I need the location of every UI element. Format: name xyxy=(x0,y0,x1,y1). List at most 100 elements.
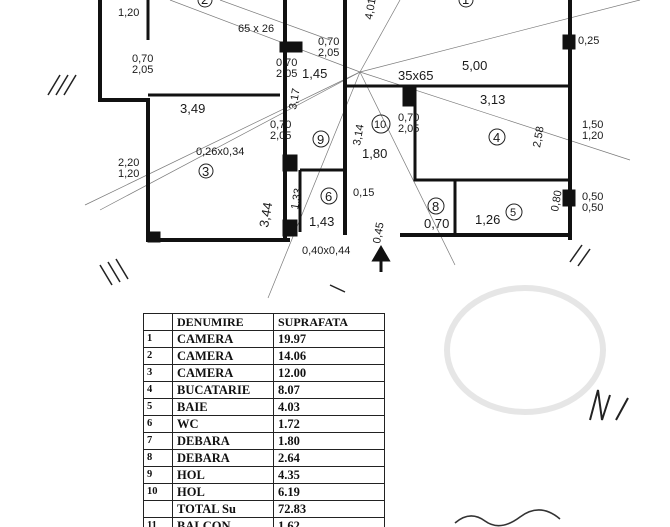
room-marker-5 xyxy=(505,203,523,221)
floor-plan: 1,20 2 1 3 4 9 10 6 8 5 65 x 26 0,702,05… xyxy=(47,0,641,299)
table-cell-name: BAIE xyxy=(172,398,274,416)
dim-015: 0,15 xyxy=(353,187,374,199)
table-cell-name: TOTAL Su xyxy=(172,500,274,518)
table-header-row: DENUMIRE SUPRAFATA xyxy=(143,313,385,331)
dim-401: 4,01 xyxy=(363,0,379,21)
table-cell-nr: 10 xyxy=(143,483,173,501)
dim-349: 3,49 xyxy=(180,101,205,116)
room-label-1: 1 xyxy=(462,0,469,7)
table-header-suprafata: SUPRAFATA xyxy=(273,313,385,331)
table-cell-nr: 6 xyxy=(143,415,173,433)
dim-145: 1,45 xyxy=(302,66,327,81)
room-marker-8 xyxy=(427,197,445,215)
dim-65x26: 65 x 26 xyxy=(238,23,274,35)
table-cell-area: 1.62 xyxy=(273,517,385,527)
dim-025: 0,25 xyxy=(578,35,599,47)
table-cell-name: CAMERA xyxy=(172,330,274,348)
room-marker-2 xyxy=(197,0,213,8)
room-marker-3 xyxy=(198,163,214,179)
room-label-8: 8 xyxy=(432,199,439,214)
table-cell-area: 72.83 xyxy=(273,500,385,518)
dim-070: 0,70 xyxy=(424,216,449,231)
entrance-arrow xyxy=(371,245,391,272)
faded-stamp xyxy=(444,285,606,415)
signature-scribble xyxy=(454,509,561,527)
room-marker-9 xyxy=(312,130,330,148)
table-header-denumire: DENUMIRE xyxy=(172,313,274,331)
dim-045: 0,45 xyxy=(371,221,387,244)
dim-126: 1,26 xyxy=(475,212,500,227)
dim-344: 3,44 xyxy=(256,201,275,229)
table-cell-area: 6.19 xyxy=(273,483,385,501)
table-cell-area: 14.06 xyxy=(273,347,385,365)
plan-hatch-marks xyxy=(47,74,591,293)
table-cell-area: 4.03 xyxy=(273,398,385,416)
room-label-4: 4 xyxy=(493,130,500,145)
table-cell-nr: 7 xyxy=(143,432,173,450)
handwritten-mark xyxy=(589,389,629,421)
table-cell-nr: 5 xyxy=(143,398,173,416)
dim-143: 1,43 xyxy=(309,214,334,229)
table-cell-area: 4.35 xyxy=(273,466,385,484)
room-marker-6 xyxy=(320,187,338,205)
table-cell-nr: 3 xyxy=(143,364,173,382)
plan-dim-top-left: 1,20 xyxy=(118,7,139,19)
table-cell-area: 2.64 xyxy=(273,449,385,467)
room-marker-4 xyxy=(488,128,506,146)
table-cell-name: DEBARA xyxy=(172,432,274,450)
table-cell-name: WC xyxy=(172,415,274,433)
table-cell-name: CAMERA xyxy=(172,347,274,365)
table-cell-nr: 1 xyxy=(143,330,173,348)
table-cell-nr: 2 xyxy=(143,347,173,365)
table-cell-name: CAMERA xyxy=(172,364,274,382)
table-cell-area: 8.07 xyxy=(273,381,385,399)
dim-314: 3,14 xyxy=(351,123,367,146)
table-cell-area: 1.80 xyxy=(273,432,385,450)
dim-040x044: 0,40x0,44 xyxy=(302,245,350,257)
dim-35x65: 35x65 xyxy=(398,68,433,83)
plan-walls xyxy=(98,0,576,243)
room-label-5: 5 xyxy=(510,207,516,219)
table-cell-name: BALCON xyxy=(172,517,274,527)
table-cell-name: HOL xyxy=(172,483,274,501)
dim-313: 3,13 xyxy=(480,92,505,107)
dim-500: 5,00 xyxy=(462,58,487,73)
table-header-nr xyxy=(143,313,173,331)
dim-258: 2,58 xyxy=(531,125,547,148)
dim-3117: 3,17 xyxy=(287,87,303,110)
room-label-10: 10 xyxy=(374,119,386,131)
dim-133: 1,33 xyxy=(289,187,305,210)
room-marker-1 xyxy=(458,0,474,8)
room-label-3: 3 xyxy=(202,164,209,179)
room-label-6: 6 xyxy=(325,189,332,204)
table-cell-nr: 4 xyxy=(143,381,173,399)
dim-026x034: 0,26x0,34 xyxy=(196,146,244,158)
dim-180: 1,80 xyxy=(362,146,387,161)
table-cell-nr: 11 xyxy=(143,517,173,527)
room-label-9: 9 xyxy=(317,132,324,147)
room-label-2: 2 xyxy=(201,0,208,7)
table-cell-nr xyxy=(143,500,173,518)
table-cell-nr: 9 xyxy=(143,466,173,484)
table-cell-area: 1.72 xyxy=(273,415,385,433)
